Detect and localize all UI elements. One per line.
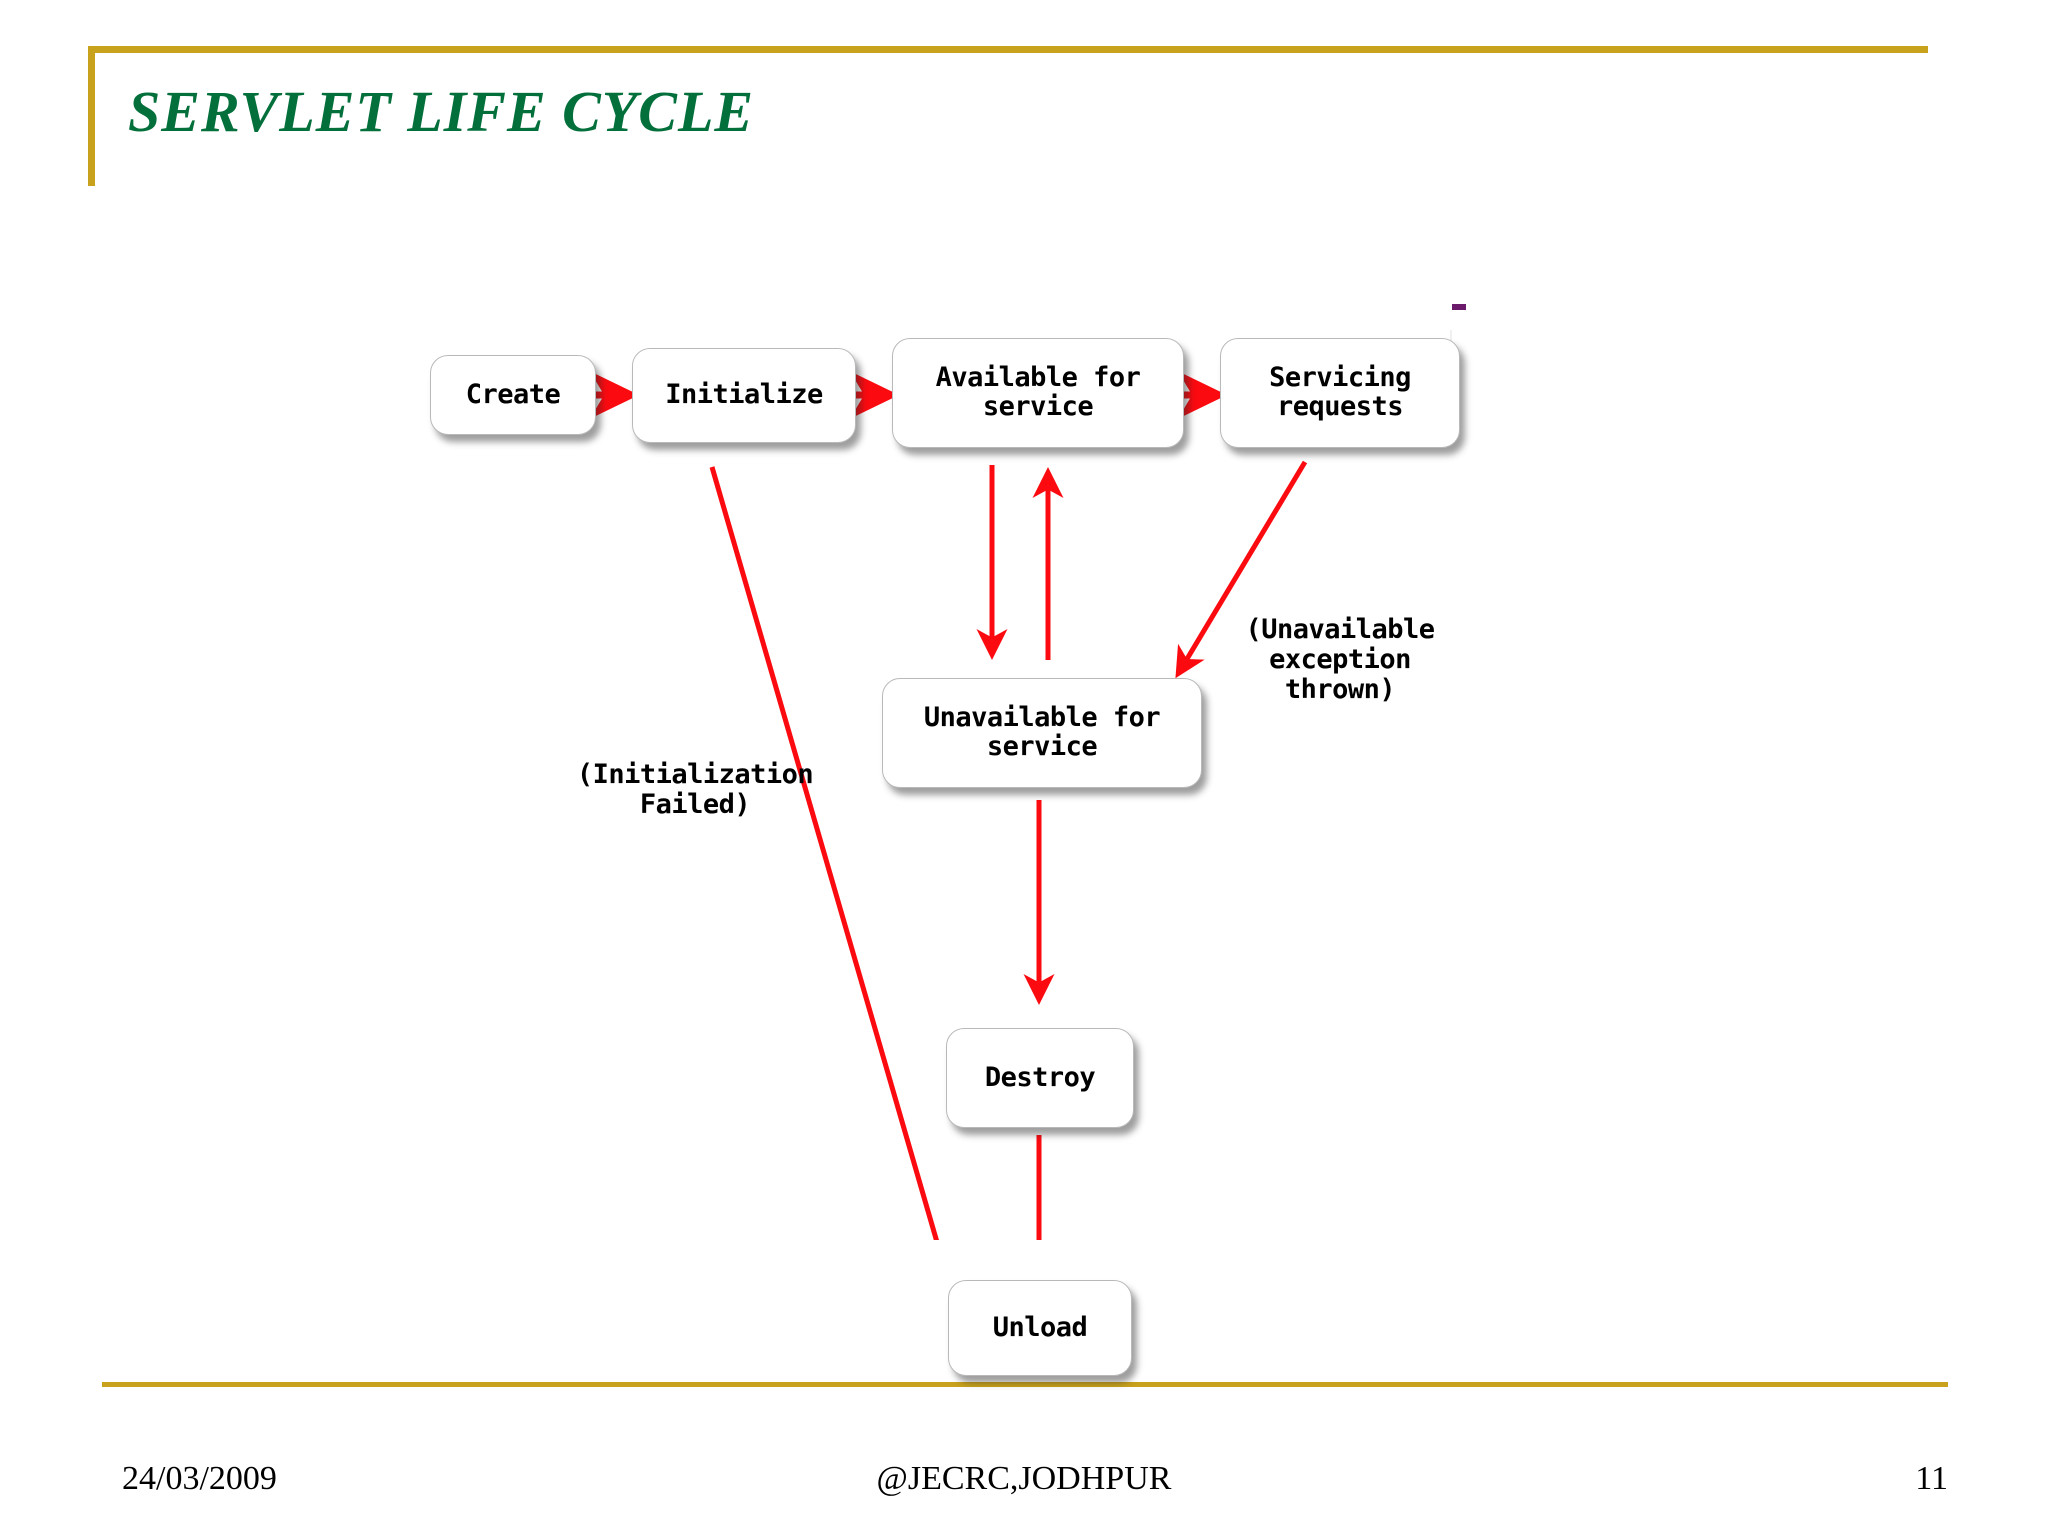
node-available-for-service[interactable]: Available for service — [892, 338, 1184, 448]
node-available-for-service-label: Available for service — [936, 364, 1141, 421]
edge-servicing-unavailable — [1175, 460, 1308, 679]
node-unload[interactable]: Unload — [948, 1280, 1132, 1376]
page-title: SERVLET LIFE CYCLE — [128, 79, 755, 144]
node-create-label: Create — [465, 378, 561, 410]
annotation-unavail-exc-line-3: thrown) — [1284, 674, 1396, 706]
diagram-arrows-layer — [590, 371, 1308, 1240]
node-unavailable-line-2: service — [986, 731, 1098, 762]
annotation-init-failed-line-1: (Initialization — [576, 759, 814, 790]
node-servicing-requests[interactable]: Servicing requests — [1220, 338, 1460, 448]
node-unavailable-for-service-label: Unavailable for service — [923, 702, 1161, 762]
annotation-init-failed-line-2: Failed) — [639, 789, 751, 821]
annotation-unavail-exc-line-1: (Unavailable — [1245, 614, 1435, 645]
node-unavailable-line-1: Unavailable for — [923, 702, 1161, 734]
node-available-line-1: Available for — [935, 362, 1141, 394]
node-initialize-label: Initialize — [665, 379, 823, 411]
node-destroy[interactable]: Destroy — [946, 1028, 1134, 1128]
annotation-unavail-exc-line-2: exception — [1269, 644, 1411, 676]
node-servicing-line-1: Servicing — [1269, 362, 1411, 394]
header-gold-rule-top — [88, 46, 1928, 53]
node-available-line-2: service — [982, 391, 1094, 422]
annotation-unavailable-exception-thrown: (Unavailable exception thrown) — [1190, 614, 1490, 706]
footer-organization: @JECRC,JODHPUR — [876, 1460, 1172, 1497]
footer-page-number: 11 — [1915, 1460, 1948, 1497]
node-initialize[interactable]: Initialize — [632, 348, 856, 443]
node-create[interactable]: Create — [430, 355, 596, 435]
edge-initialize-unload — [709, 466, 939, 1240]
node-unavailable-for-service[interactable]: Unavailable for service — [882, 678, 1202, 788]
node-servicing-requests-label: Servicing requests — [1269, 364, 1411, 421]
servlet-lifecycle-diagram: Create Initialize Available for service … — [400, 280, 1560, 1376]
node-servicing-line-2: requests — [1276, 391, 1404, 422]
footer-date: 24/03/2009 — [122, 1460, 277, 1497]
header-gold-rule-left — [88, 46, 95, 186]
node-destroy-label: Destroy — [984, 1061, 1096, 1093]
scan-artifact-dash — [1452, 304, 1466, 310]
annotation-initialization-failed: (Initialization Failed) — [530, 759, 860, 821]
node-unload-label: Unload — [992, 1311, 1088, 1343]
footer-gold-rule — [102, 1382, 1948, 1387]
